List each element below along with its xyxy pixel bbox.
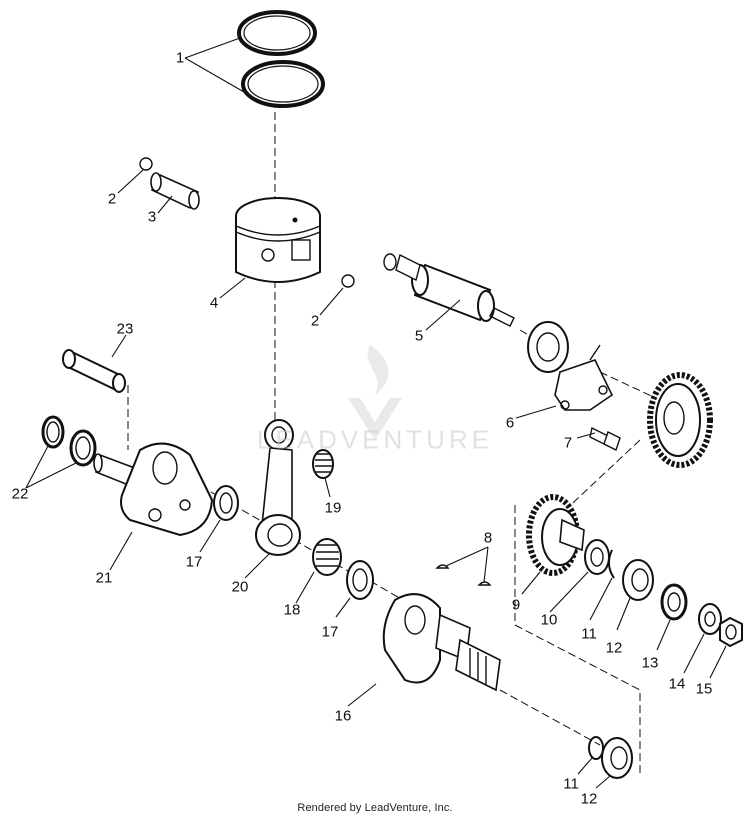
callout-1: 1 bbox=[175, 49, 185, 67]
connecting-rod bbox=[255, 419, 301, 556]
callout-6: 6 bbox=[505, 414, 515, 432]
callout-9: 9 bbox=[511, 596, 521, 614]
callout-12-upper: 12 bbox=[605, 639, 623, 657]
castle-nut bbox=[660, 583, 688, 621]
callout-10: 10 bbox=[540, 611, 558, 629]
bushing-upper bbox=[622, 559, 654, 601]
seals bbox=[41, 415, 97, 467]
crankshaft-left bbox=[93, 442, 214, 537]
render-credit: Rendered by LeadVenture, Inc. bbox=[297, 802, 453, 814]
callout-17-right: 17 bbox=[321, 623, 339, 641]
bolt bbox=[589, 426, 621, 451]
piston-rings bbox=[237, 10, 325, 108]
circlip-lower bbox=[588, 736, 604, 760]
callout-20: 20 bbox=[231, 578, 249, 596]
starter-motor bbox=[383, 253, 515, 327]
callout-12-lower: 12 bbox=[580, 790, 598, 808]
callout-3: 3 bbox=[147, 208, 157, 226]
callout-11-lower: 11 bbox=[563, 775, 579, 793]
bearing bbox=[527, 321, 569, 373]
needle-bearing-small bbox=[312, 449, 334, 479]
lock-washer bbox=[698, 603, 722, 635]
bushing-lower bbox=[601, 737, 633, 779]
callout-18: 18 bbox=[283, 601, 301, 619]
callout-19: 19 bbox=[324, 499, 342, 517]
callout-11-upper: 11 bbox=[581, 625, 597, 643]
thrust-washer-left bbox=[213, 485, 239, 521]
watermark-text: LEADVENTURE bbox=[256, 424, 494, 455]
woodruff-keys bbox=[435, 564, 492, 586]
callout-16: 16 bbox=[334, 707, 352, 725]
callout-22: 22 bbox=[11, 485, 29, 503]
crank-pin bbox=[62, 349, 126, 393]
callout-15: 15 bbox=[695, 680, 713, 698]
callout-5: 5 bbox=[414, 327, 424, 345]
needle-bearing-large bbox=[312, 538, 342, 576]
callout-23: 23 bbox=[116, 320, 134, 338]
thrust-washer-right bbox=[346, 560, 374, 600]
callout-17-left: 17 bbox=[185, 553, 203, 571]
gear-washer bbox=[584, 539, 610, 575]
callout-8: 8 bbox=[483, 529, 493, 547]
starter-gear-large bbox=[647, 372, 713, 468]
piston-pin bbox=[139, 157, 355, 288]
bracket bbox=[554, 344, 614, 411]
callout-2-circlip: 2 bbox=[107, 190, 117, 208]
callout-21: 21 bbox=[95, 569, 113, 587]
callout-13: 13 bbox=[641, 654, 659, 672]
callout-14: 14 bbox=[668, 675, 686, 693]
watermark-logo bbox=[348, 345, 402, 440]
callout-2-circlip-right: 2 bbox=[310, 312, 320, 330]
hex-nut bbox=[719, 616, 743, 648]
drive-gear bbox=[526, 494, 585, 576]
callout-4: 4 bbox=[209, 294, 219, 312]
callout-7: 7 bbox=[563, 434, 573, 452]
crankshaft-right bbox=[382, 593, 501, 692]
piston bbox=[235, 197, 321, 283]
circlip-upper bbox=[608, 549, 615, 579]
leader-lines bbox=[25, 37, 727, 789]
